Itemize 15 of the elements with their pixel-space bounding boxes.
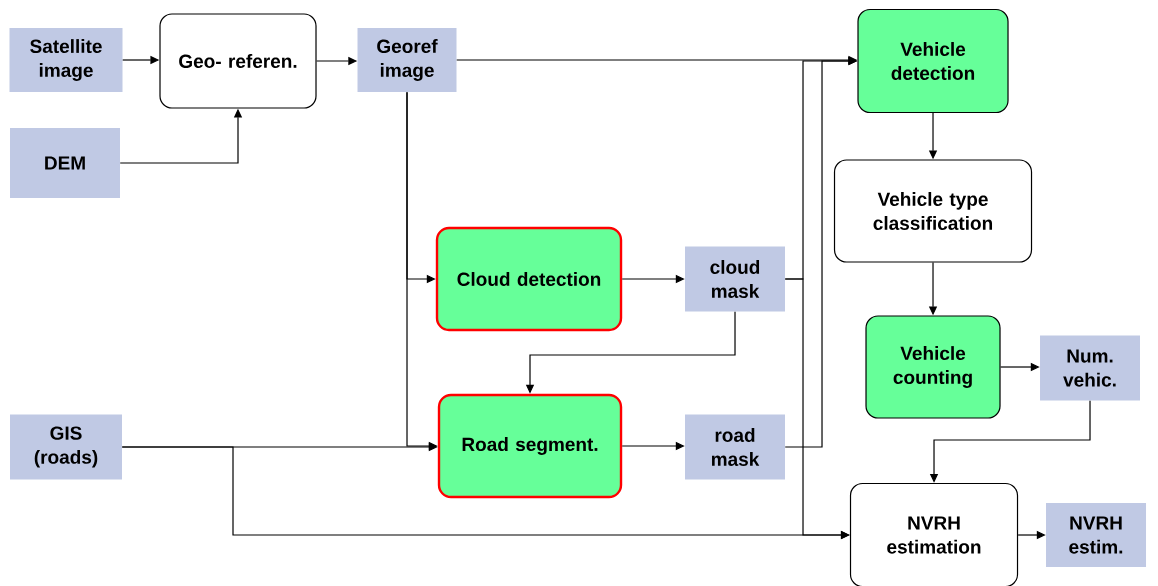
process-box: Road segment. <box>437 393 623 499</box>
data-box: Georef image <box>357 28 457 92</box>
process-box: Cloud detection <box>435 226 623 332</box>
data-box: GIS (roads) <box>10 414 122 480</box>
data-box: cloud mask <box>685 246 785 312</box>
process-box: Vehicle detection <box>857 8 1009 114</box>
data-box: NVRH estim. <box>1046 503 1146 567</box>
process-box: Vehicle counting <box>865 315 1001 419</box>
data-box: road mask <box>685 414 785 480</box>
data-box: Num. vehic. <box>1040 335 1140 401</box>
data-box: DEM <box>10 128 120 198</box>
process-box: Geo- referen. <box>159 13 317 109</box>
data-box: Satellite image <box>9 28 123 92</box>
process-box: Vehicle type classification <box>833 159 1033 263</box>
process-box: NVRH estimation <box>849 482 1019 586</box>
